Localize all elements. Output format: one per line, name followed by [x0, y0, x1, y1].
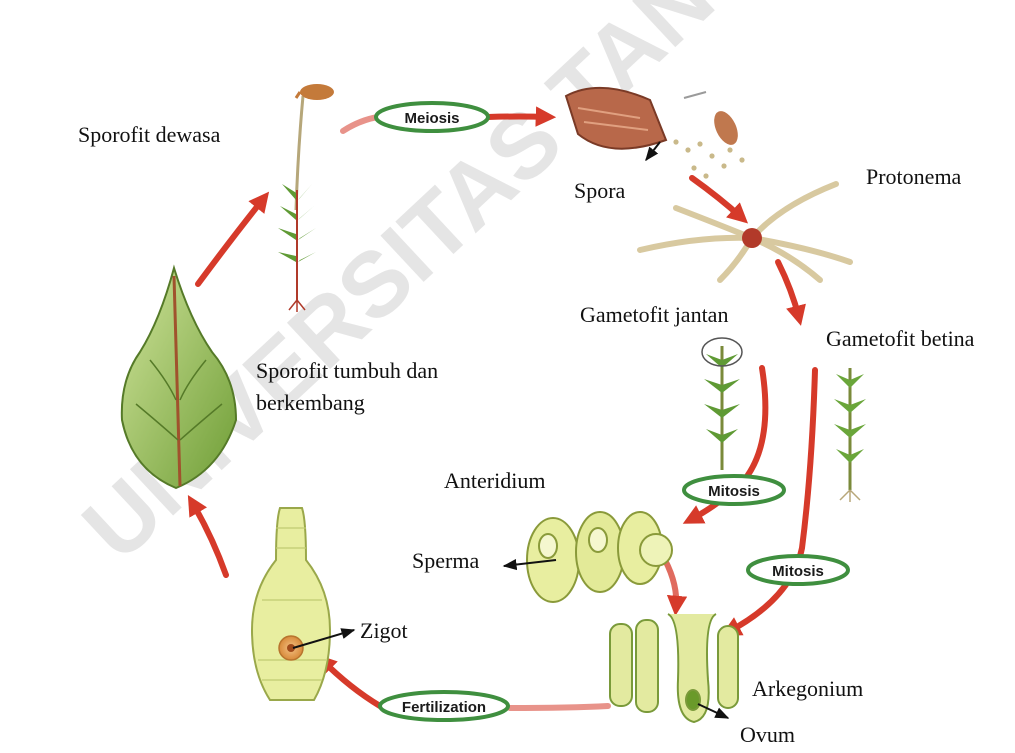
- arrow-protonema-to-gametophyte: [778, 262, 799, 318]
- label-sporofit-tumbuh-line2: berkembang: [256, 390, 365, 415]
- arrow-fertilization-to-zigot: [322, 660, 380, 706]
- label-gametofit-betina: Gametofit betina: [826, 326, 974, 351]
- mitosis-female-pill: Mitosis: [748, 556, 848, 584]
- label-sporofit-dewasa: Sporofit dewasa: [78, 122, 220, 147]
- mitosis-male-label: Mitosis: [708, 483, 760, 500]
- male-gametophyte-illustration: [702, 338, 742, 470]
- fertilization-pill: Fertilization: [380, 692, 508, 720]
- label-sporofit-tumbuh-line1: Sporofit tumbuh dan: [256, 358, 438, 383]
- capsule-illustration: [566, 88, 743, 149]
- label-gametofit-jantan: Gametofit jantan: [580, 302, 728, 327]
- arrow-zigot-to-sporofit-growing: [192, 502, 226, 575]
- female-gametophyte-illustration: [834, 368, 866, 502]
- arrow-sporofit-to-meiosis: [343, 117, 378, 131]
- arrow-sperma-to-arkegonium: [665, 560, 676, 608]
- protonema-illustration: [640, 184, 850, 280]
- arrow-spores-to-protonema: [692, 178, 742, 218]
- spores: [673, 139, 744, 178]
- zygote-illustration: [252, 508, 330, 700]
- label-anteridium: Anteridium: [444, 468, 545, 493]
- label-arkegonium: Arkegonium: [752, 676, 863, 701]
- arrow-arkegonium-to-fertilization: [510, 706, 608, 708]
- arrow-sporofit-growing-to-mature: [198, 198, 264, 284]
- archegonium-illustration: [610, 614, 738, 722]
- label-zigot: Zigot: [360, 618, 408, 643]
- growing-sporophyte-illustration: [122, 268, 236, 488]
- antheridium-illustration: [527, 512, 672, 602]
- pointer-arrows: [293, 142, 728, 718]
- meiosis-label: Meiosis: [404, 110, 459, 127]
- label-spora: Spora: [574, 178, 625, 203]
- arrow-meiosis-to-capsule: [488, 117, 548, 118]
- mitosis-male-pill: Mitosis: [684, 476, 784, 504]
- mitosis-female-label: Mitosis: [772, 563, 824, 580]
- meiosis-pill: Meiosis: [376, 103, 488, 131]
- label-protonema: Protonema: [866, 164, 961, 189]
- fertilization-label: Fertilization: [402, 699, 486, 716]
- label-sperma: Sperma: [412, 548, 479, 573]
- label-ovum: Ovum: [740, 722, 795, 747]
